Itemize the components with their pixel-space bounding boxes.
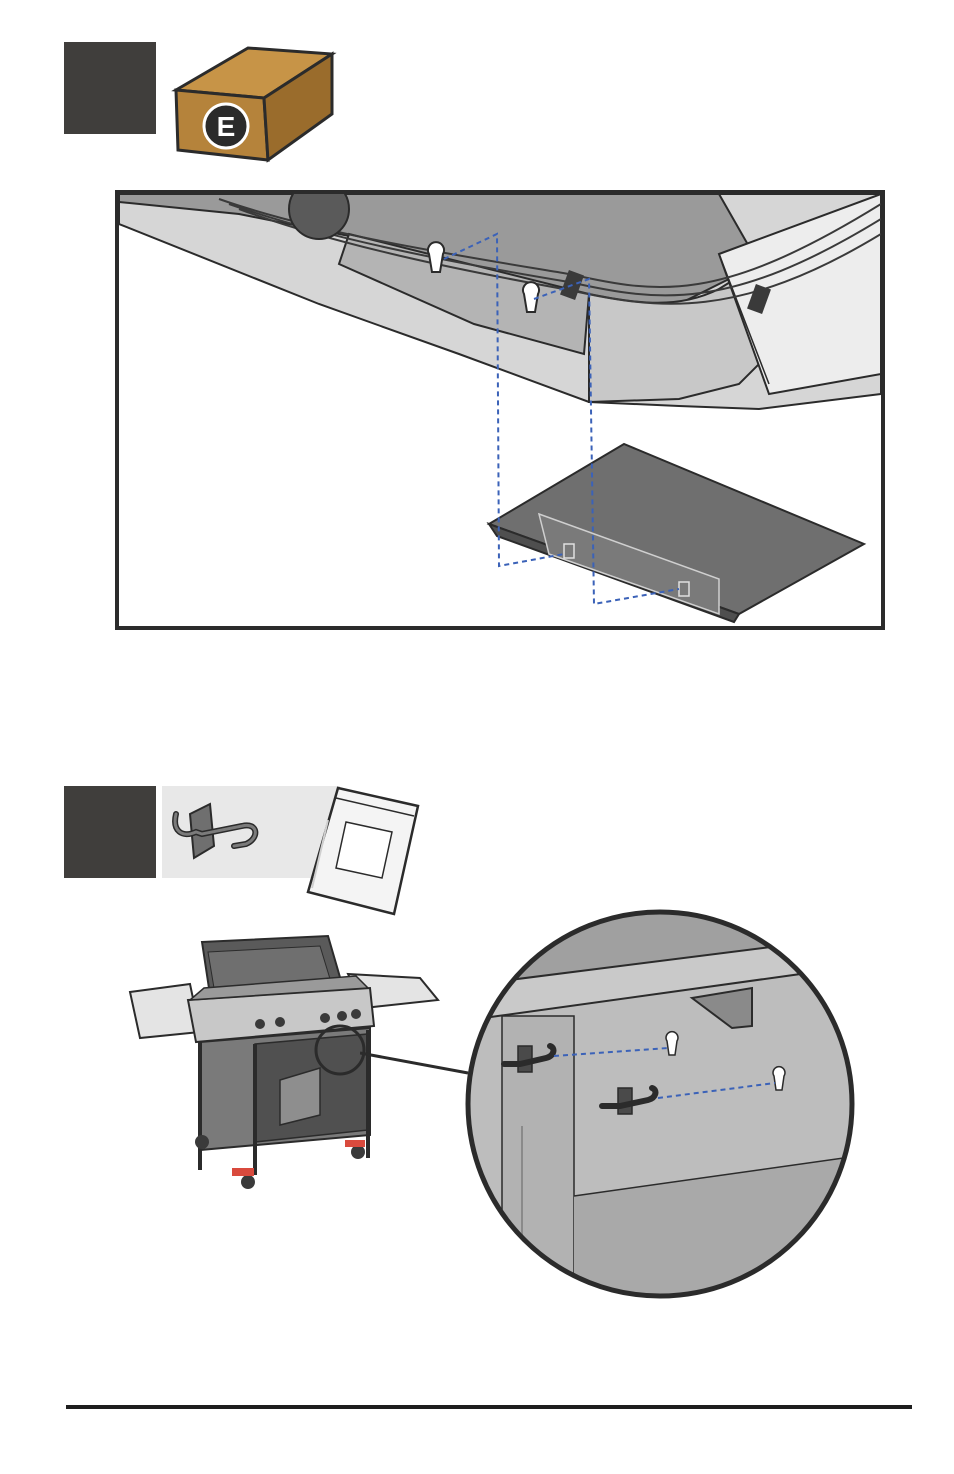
tool-hook-lower <box>599 1085 659 1115</box>
grill-overview-illustration <box>128 934 440 1189</box>
parts-box-letter: E <box>217 111 236 142</box>
tool-hook-detail-illustration <box>465 909 855 1299</box>
step-1-number-square <box>64 42 156 134</box>
tool-hook-upper <box>501 1043 557 1073</box>
keyhole-slot-right <box>522 281 540 313</box>
keyhole-slot-left <box>427 241 445 273</box>
tool-hook-icon <box>172 802 259 860</box>
detail-callout-circle <box>314 1024 366 1076</box>
drip-tray-assembly-illustration <box>119 194 881 624</box>
parts-box-e-icon: E <box>171 46 337 163</box>
callout-connector-line <box>360 1051 469 1075</box>
step-2-parts-panel <box>162 786 340 878</box>
step-1-illustration-frame <box>115 190 885 630</box>
hardware-bag-icon <box>306 786 420 916</box>
step-2-number-square <box>64 786 156 878</box>
footer-rule <box>66 1405 912 1409</box>
